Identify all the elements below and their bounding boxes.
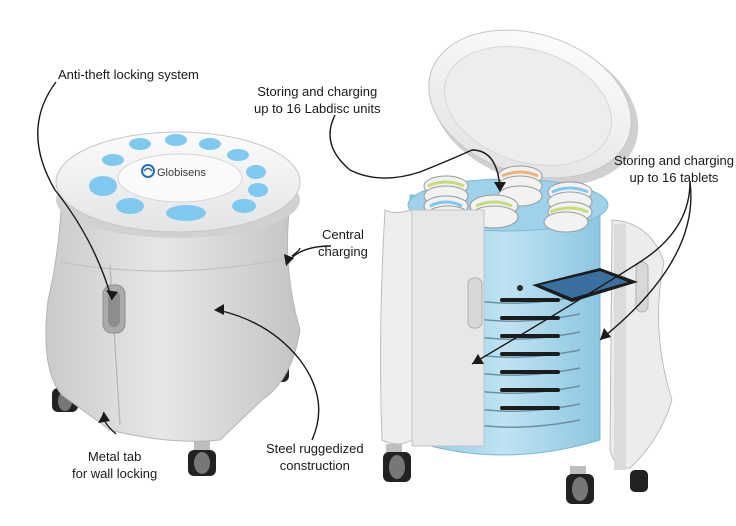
- callout-metal-tab: Metal tab for wall locking: [72, 448, 157, 482]
- callout-steel-line2: construction: [279, 458, 350, 473]
- wheel-right-cart-center: [566, 466, 594, 504]
- door-handle: [467, 277, 483, 329]
- logo-wordmark: Globisens: [157, 167, 206, 179]
- arrow-tablet-1: [471, 181, 691, 365]
- left-door: [380, 209, 413, 445]
- arrow-anti-theft: [37, 81, 113, 301]
- arrow-labdisc: [329, 114, 501, 191]
- tablet-tips: [500, 298, 560, 410]
- wheel-right-cart-left: [383, 444, 411, 482]
- callout-labdisc-line1: Storing and charging: [257, 84, 378, 99]
- open-cart: [380, 29, 673, 504]
- callout-central-line1: Central: [321, 227, 364, 242]
- callout-central-line2: charging: [318, 244, 368, 259]
- callout-metal-tab-line1: Metal tab: [87, 449, 142, 464]
- arrow-tablet-2: [599, 181, 692, 341]
- wheel-right-cart-rear: [630, 470, 648, 492]
- callout-labdisc-line2: up to 16 Labdisc units: [254, 101, 381, 116]
- callout-central: Central charging: [318, 226, 368, 260]
- callout-anti-theft: Anti-theft locking system: [58, 66, 199, 83]
- closed-cart: Globisens: [45, 131, 301, 476]
- tablet: [532, 268, 638, 302]
- callout-steel: Steel ruggedized construction: [266, 440, 364, 474]
- callout-tablets-line1: Storing and charging: [614, 153, 734, 168]
- callout-arrows: [37, 81, 692, 441]
- arrow-steel: [217, 309, 320, 441]
- wheel-center-front: [188, 440, 216, 476]
- callout-labdisc: Storing and charging up to 16 Labdisc un…: [254, 83, 380, 117]
- callout-tablets: Storing and charging up to 16 tablets: [614, 152, 734, 186]
- callout-tablets-line2: up to 16 tablets: [629, 170, 719, 185]
- callout-metal-tab-line2: for wall locking: [72, 466, 158, 481]
- callout-steel-line1: Steel ruggedized: [266, 441, 364, 456]
- labdisc-slot-ring: [89, 134, 268, 221]
- globisens-logo: Globisens: [141, 164, 206, 179]
- callout-anti-theft-line1: Anti-theft locking system: [58, 67, 199, 82]
- arrow-central: [291, 247, 301, 257]
- arrowheads: [98, 182, 611, 423]
